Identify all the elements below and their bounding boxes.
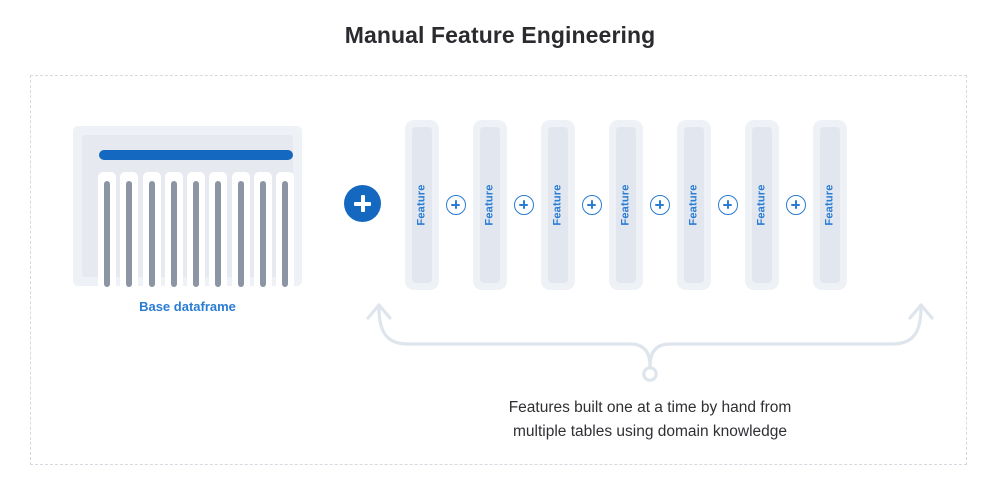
dataframe-column	[120, 172, 139, 296]
page-title: Manual Feature Engineering	[344, 22, 656, 48]
plus-icon-join	[786, 195, 806, 215]
feature-bar: Feature	[745, 120, 779, 290]
feature-bar-fill	[412, 127, 432, 283]
plus-icon-join	[718, 195, 738, 215]
dataframe-header-bar	[99, 150, 293, 160]
feature-bar-label-wrap: Feature	[541, 120, 575, 290]
feature-bar-label: Feature	[688, 184, 701, 226]
feature-bar-fill	[684, 127, 704, 283]
diagram-dashed-container	[30, 75, 967, 465]
feature-bar: Feature	[677, 120, 711, 290]
plus-icon-join	[582, 195, 602, 215]
feature-bar-label-wrap: Feature	[405, 120, 439, 290]
base-dataframe-card	[73, 126, 302, 296]
feature-bar-label: Feature	[552, 184, 565, 226]
feature-bar-label: Feature	[416, 184, 429, 226]
feature-bar: Feature	[609, 120, 643, 290]
feature-bar-fill	[820, 127, 840, 283]
feature-bar-label: Feature	[484, 184, 497, 226]
feature-bar-label-wrap: Feature	[745, 120, 779, 290]
feature-bar-label: Feature	[824, 184, 837, 226]
feature-bar: Feature	[541, 120, 575, 290]
plus-icon-join	[650, 195, 670, 215]
annotation-caption: Features built one at a time by hand fro…	[380, 396, 920, 444]
plus-icon-join	[446, 195, 466, 215]
feature-bar-label: Feature	[620, 184, 633, 226]
dataframe-column	[231, 172, 250, 296]
plus-icon-join	[514, 195, 534, 215]
dataframe-column	[98, 172, 116, 296]
feature-bar-fill	[480, 127, 500, 283]
feature-bar-label-wrap: Feature	[813, 120, 847, 290]
dataframe-column	[253, 172, 272, 296]
feature-bar: Feature	[473, 120, 507, 290]
feature-bar-label-wrap: Feature	[609, 120, 643, 290]
feature-bar-label-wrap: Feature	[473, 120, 507, 290]
dataframe-column	[187, 172, 205, 296]
dataframe-inner-panel	[82, 135, 294, 296]
dataframe-columns	[98, 172, 294, 296]
dataframe-column	[209, 172, 228, 296]
feature-bar: Feature	[405, 120, 439, 290]
brace-annotation	[360, 292, 940, 388]
caption-line-2: multiple tables using domain knowledge	[513, 423, 787, 440]
feature-bar-label: Feature	[756, 184, 769, 226]
feature-bar-label-wrap: Feature	[677, 120, 711, 290]
feature-bar-fill	[752, 127, 772, 283]
feature-bar-fill	[616, 127, 636, 283]
dataframe-column	[164, 172, 183, 296]
dataframe-column	[276, 172, 294, 296]
feature-list: Feature Feature Feature Feature	[405, 120, 847, 290]
dataframe-column	[142, 172, 161, 296]
feature-bar: Feature	[813, 120, 847, 290]
base-dataframe-label: Base dataframe	[139, 299, 236, 314]
caption-line-1: Features built one at a time by hand fro…	[508, 399, 792, 416]
feature-bar-fill	[548, 127, 568, 283]
plus-icon-main	[344, 185, 381, 222]
